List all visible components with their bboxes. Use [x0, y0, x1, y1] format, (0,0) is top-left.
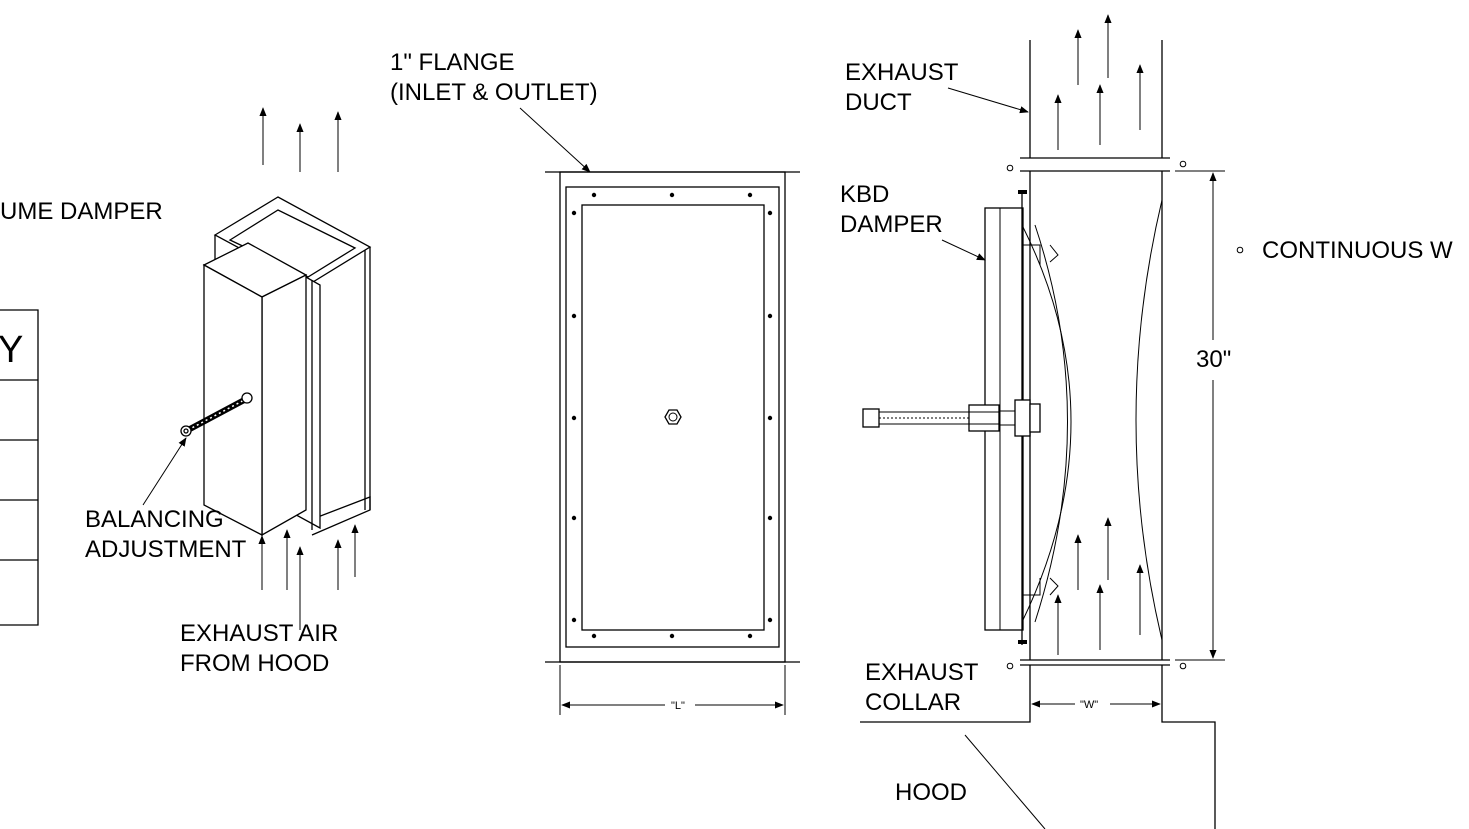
bolt-icon: [571, 515, 577, 521]
bolt-icon: [767, 210, 773, 216]
exhaust-air-label-2: FROM HOOD: [180, 650, 329, 677]
weld-circle-icon: [1179, 662, 1187, 670]
airflow-arrows-lower: [1054, 517, 1144, 655]
bolt-icon: [571, 210, 577, 216]
bolt-icon: [571, 313, 577, 319]
bolt-icon: [571, 415, 577, 421]
kbd-damper-label-2: DAMPER: [840, 211, 943, 238]
bolt-icon: [591, 192, 597, 198]
width-dimension-label: "W": [1080, 699, 1098, 711]
balancing-label-2: ADJUSTMENT: [85, 536, 247, 563]
front-view: [519, 107, 800, 715]
adjustment-rod: [862, 399, 1041, 437]
table-header-text: Y: [0, 329, 23, 371]
weld-circle-icon: [1006, 662, 1014, 670]
flange-label-2: (INLET & OUTLET): [390, 79, 598, 106]
height-dimension-label: 30": [1196, 346, 1231, 373]
nut-icon: [664, 409, 682, 425]
bolt-icon: [747, 633, 753, 639]
threaded-rod: [180, 392, 253, 437]
side-section: [860, 14, 1244, 829]
airflow-arrows-upper: [1054, 14, 1144, 150]
exhaust-duct-label-2: DUCT: [845, 89, 912, 116]
exhaust-air-label-1: EXHAUST AIR: [180, 620, 338, 647]
bolts: [571, 192, 773, 639]
airflow-arrows-top: [259, 107, 342, 172]
kbd-damper-label-1: KBD: [840, 181, 889, 208]
bolt-icon: [767, 515, 773, 521]
key-table: Y: [0, 309, 39, 626]
exhaust-collar-label-2: COLLAR: [865, 689, 961, 716]
exhaust-collar-label-1: EXHAUST: [865, 659, 979, 686]
exhaust-duct-label-1: EXHAUST: [845, 59, 959, 86]
bolt-icon: [241, 392, 253, 404]
balancing-label-1: BALANCING: [85, 506, 224, 533]
continuous-weld-label: CONTINUOUS W: [1262, 237, 1453, 264]
bolt-icon: [767, 415, 773, 421]
length-dimension-label: "L": [671, 700, 685, 712]
airflow-arrows-bottom: [258, 524, 359, 630]
weld-circle-icon: [1006, 164, 1014, 172]
bolt-icon: [591, 633, 597, 639]
hood-label: HOOD: [895, 779, 967, 806]
flange-label-1: 1" FLANGE: [390, 49, 515, 76]
isometric-damper: [142, 107, 372, 630]
volume-damper-label: UME DAMPER: [0, 198, 163, 225]
bolt-icon: [571, 617, 577, 623]
bolt-icon: [669, 633, 675, 639]
bolt-icon: [767, 313, 773, 319]
bolt-icon: [767, 617, 773, 623]
bolt-icon: [669, 192, 675, 198]
bolt-icon: [747, 192, 753, 198]
weld-circle-icon: [1179, 160, 1187, 168]
weld-circle-icon: [1236, 246, 1244, 254]
